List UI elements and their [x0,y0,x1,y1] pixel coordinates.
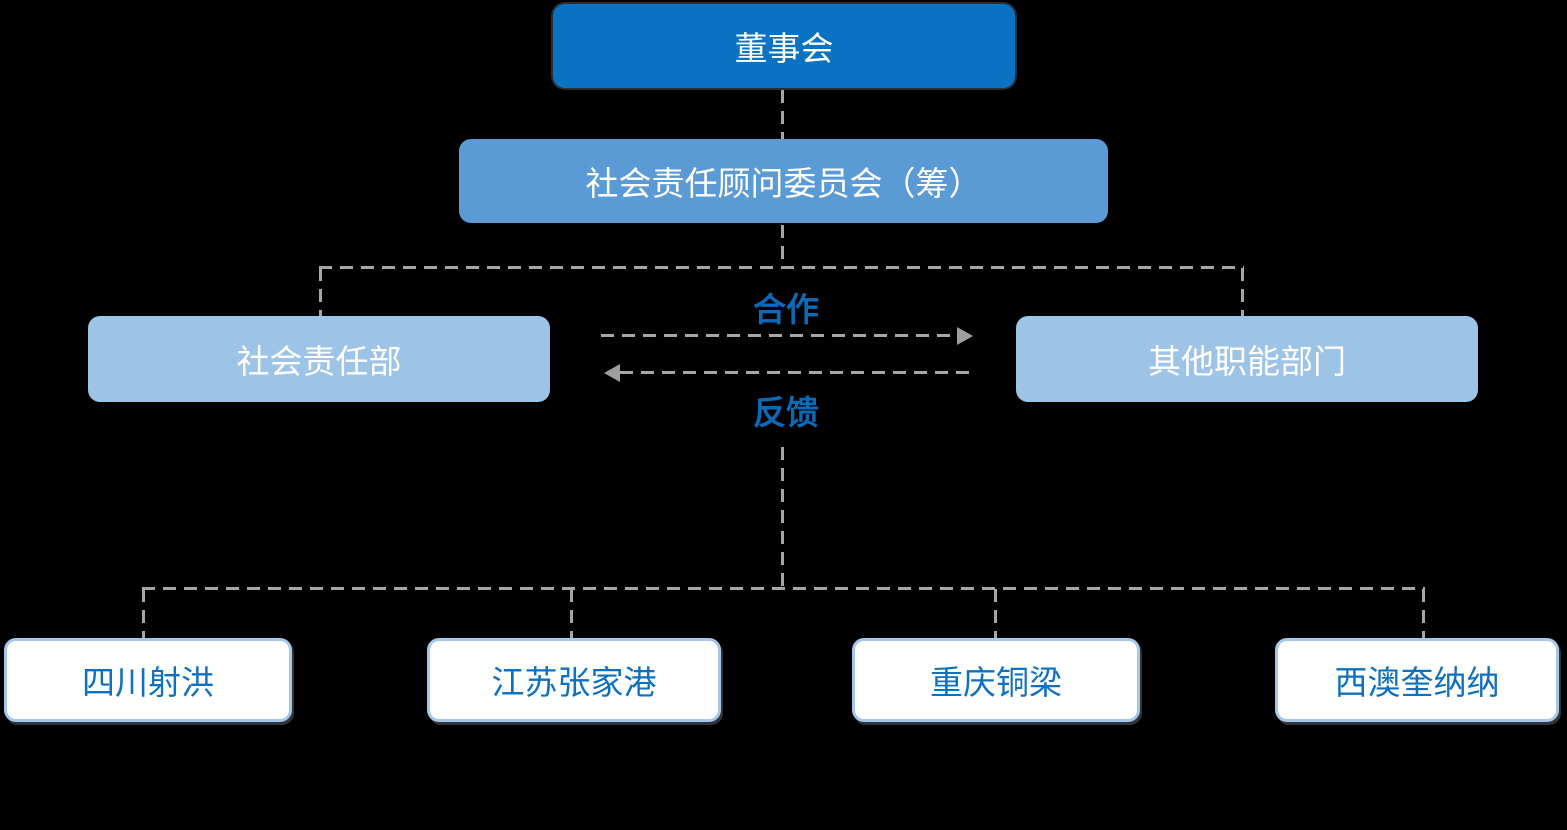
node-site-2-label: 江苏张家港 [491,664,657,701]
node-site-1-label: 四川射洪 [82,664,214,701]
node-committee: 社会责任顾问委员会（筹） [459,139,1108,223]
connector-board-committee [781,90,784,139]
edge-label-cooperation: 合作 [753,291,819,328]
node-board-label: 董事会 [734,30,834,67]
node-other-dept: 其他职能部门 [1016,316,1478,402]
node-board: 董事会 [553,4,1015,88]
node-site-4-label: 西澳奎纳纳 [1334,664,1500,701]
node-site-chongqing-tongliang: 重庆铜梁 [852,638,1140,722]
edge-feedback-arrowhead-icon [604,364,620,382]
edge-label-feedback: 反馈 [753,394,819,431]
node-csr-dept-label: 社会责任部 [236,343,402,380]
connector-rail-site-2 [570,589,573,638]
node-csr-dept: 社会责任部 [88,316,550,402]
node-site-kwinana-western-australia: 西澳奎纳纳 [1275,638,1559,722]
connector-rail-site-4 [1422,589,1425,638]
edge-cooperation-line [601,334,957,337]
node-site-3-label: 重庆铜梁 [930,664,1062,701]
node-site-sichuan-shehong: 四川射洪 [4,638,292,722]
edge-cooperation-arrowhead-icon [957,327,973,345]
node-committee-label: 社会责任顾问委员会（筹） [585,165,982,202]
connector-rail-site-1 [142,589,145,638]
connector-center-bottom-rail [781,447,784,589]
connector-rail-csr-dept [319,268,322,316]
connector-committee-rail [781,225,784,268]
rail-level-3 [319,266,1244,269]
connector-rail-site-3 [994,589,997,638]
connector-rail-other-dept [1241,268,1244,316]
node-other-dept-label: 其他职能部门 [1148,343,1346,380]
rail-level-4 [142,587,1425,590]
node-site-jiangsu-zhangjiagang: 江苏张家港 [427,638,721,722]
edge-feedback-line [620,371,977,374]
